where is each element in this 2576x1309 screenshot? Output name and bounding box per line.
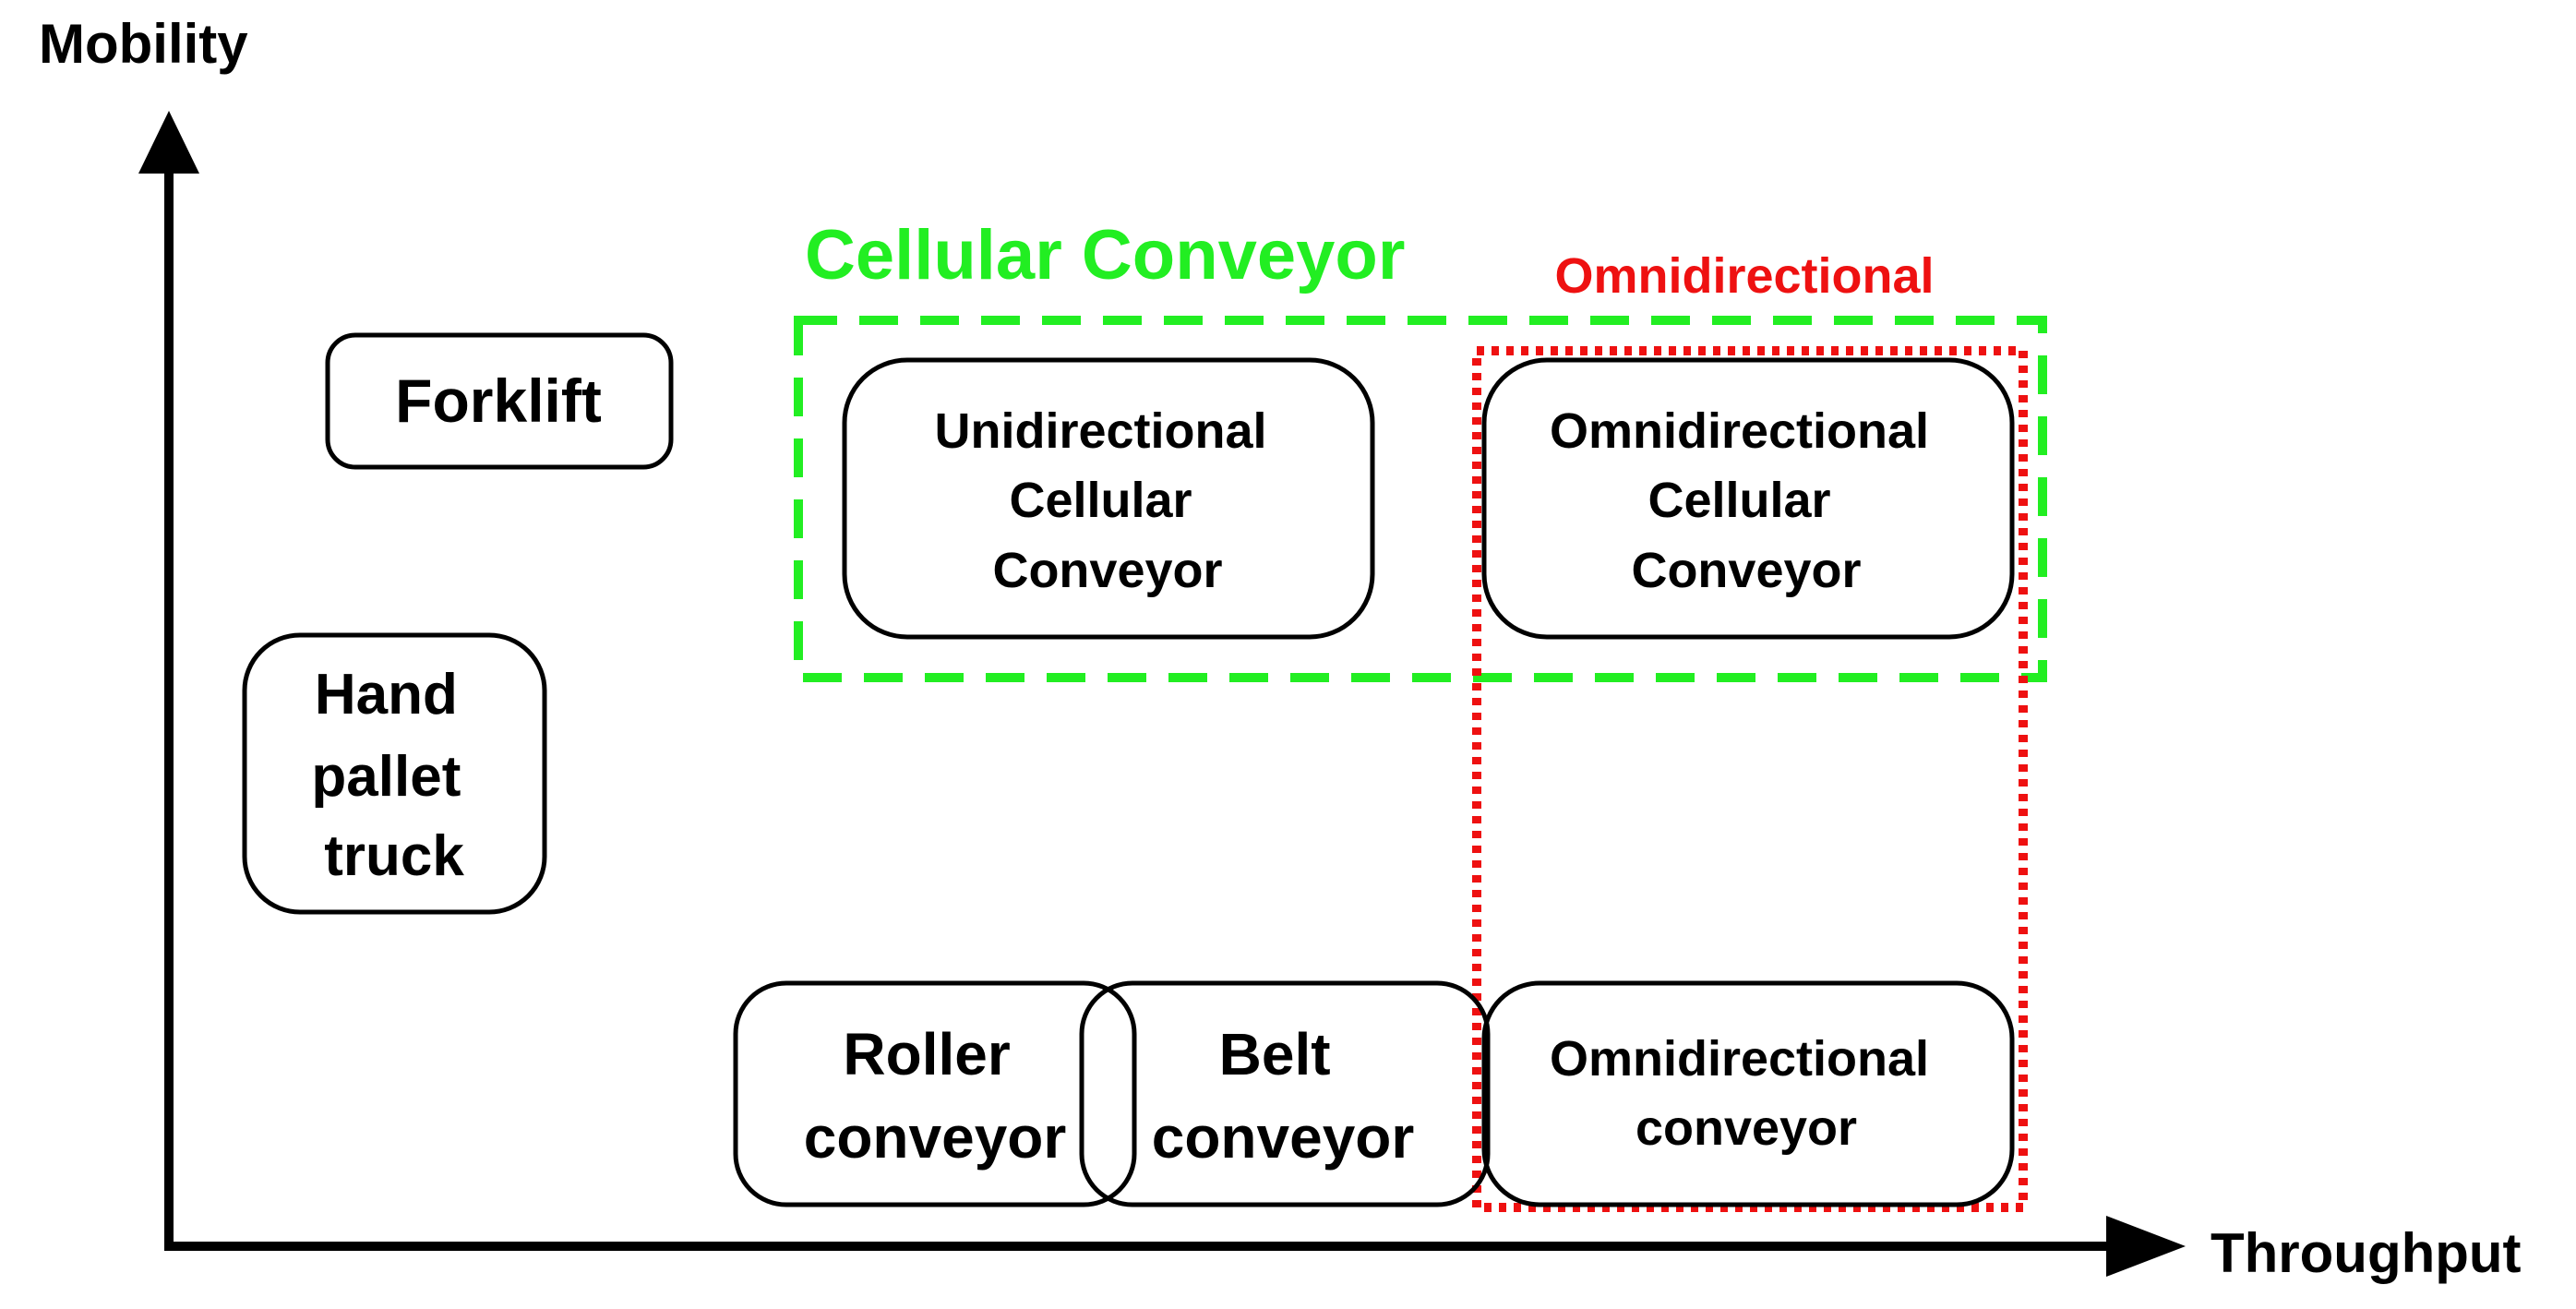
unidirectional-cellular-conveyor-line-3: Conveyor [992, 543, 1222, 598]
roller-conveyor-line-1: Roller [843, 1021, 1010, 1087]
omnidirectional-cellular-conveyor-line-2: Cellular [1647, 473, 1830, 528]
y-axis-arrowhead [138, 111, 199, 174]
hand-pallet-truck-box [242, 632, 547, 915]
node-omnidirectional-cellular-conveyor: Omnidirectional Cellular Conveyor [1481, 357, 2015, 640]
cellular-conveyor-group: Cellular Conveyor [794, 216, 2047, 682]
forklift-line-1: Forklift [395, 366, 602, 435]
omnidirectional-label: Omnidirectional [1554, 248, 1934, 304]
belt-conveyor-box [1079, 980, 1491, 1207]
hand-pallet-truck-label: Hand pallet truck [311, 663, 476, 888]
hand-pallet-truck-line-3: truck [324, 824, 464, 888]
node-hand-pallet-truck: Hand pallet truck [242, 632, 547, 915]
omnidirectional-conveyor-line-1: Omnidirectional [1550, 1031, 1929, 1087]
unidirectional-cellular-conveyor-line-2: Cellular [1009, 473, 1192, 528]
unidirectional-cellular-conveyor-label: Unidirectional Cellular Conveyor [934, 403, 1280, 598]
cellular-conveyor-dashed-outline [794, 316, 2047, 682]
node-unidirectional-cellular-conveyor: Unidirectional Cellular Conveyor [842, 357, 1375, 640]
forklift-label: Forklift [395, 366, 602, 435]
forklift-box [325, 332, 674, 470]
omnidirectional-cellular-conveyor-line-1: Omnidirectional [1550, 403, 1929, 459]
unidirectional-cellular-conveyor-box [842, 357, 1375, 640]
omnidirectional-dotted-outline [1472, 346, 2028, 1212]
omnidirectional-group: Omnidirectional [1472, 248, 2028, 1212]
omnidirectional-cellular-conveyor-line-3: Conveyor [1631, 543, 1861, 598]
axes: Mobility Throughput [39, 13, 2522, 1284]
hand-pallet-truck-line-2: pallet [311, 745, 461, 809]
x-axis-arrowhead [2106, 1216, 2186, 1277]
node-forklift: Forklift [325, 332, 674, 470]
x-axis-label: Throughput [2211, 1222, 2522, 1284]
unidirectional-cellular-conveyor-line-1: Unidirectional [934, 403, 1266, 459]
belt-conveyor-label: Belt conveyor [1152, 1021, 1415, 1171]
node-belt-conveyor: Belt conveyor [1079, 980, 1491, 1207]
omnidirectional-conveyor-label: Omnidirectional conveyor [1550, 1031, 1943, 1156]
belt-conveyor-line-2: conveyor [1152, 1104, 1415, 1171]
belt-conveyor-line-1: Belt [1219, 1021, 1331, 1087]
cellular-conveyor-label: Cellular Conveyor [805, 216, 1405, 294]
y-axis-label: Mobility [39, 13, 248, 75]
omnidirectional-cellular-conveyor-label: Omnidirectional Cellular Conveyor [1550, 403, 1943, 598]
roller-conveyor-box [733, 980, 1137, 1207]
roller-conveyor-label: Roller conveyor [804, 1021, 1067, 1171]
roller-conveyor-line-2: conveyor [804, 1104, 1067, 1171]
hand-pallet-truck-line-1: Hand [315, 663, 458, 727]
omnidirectional-cellular-conveyor-box [1481, 357, 2015, 640]
omnidirectional-conveyor-line-2: conveyor [1635, 1100, 1857, 1156]
node-omnidirectional-conveyor: Omnidirectional conveyor [1481, 980, 2015, 1207]
omnidirectional-conveyor-box [1481, 980, 2015, 1207]
node-roller-conveyor: Roller conveyor [733, 980, 1137, 1207]
